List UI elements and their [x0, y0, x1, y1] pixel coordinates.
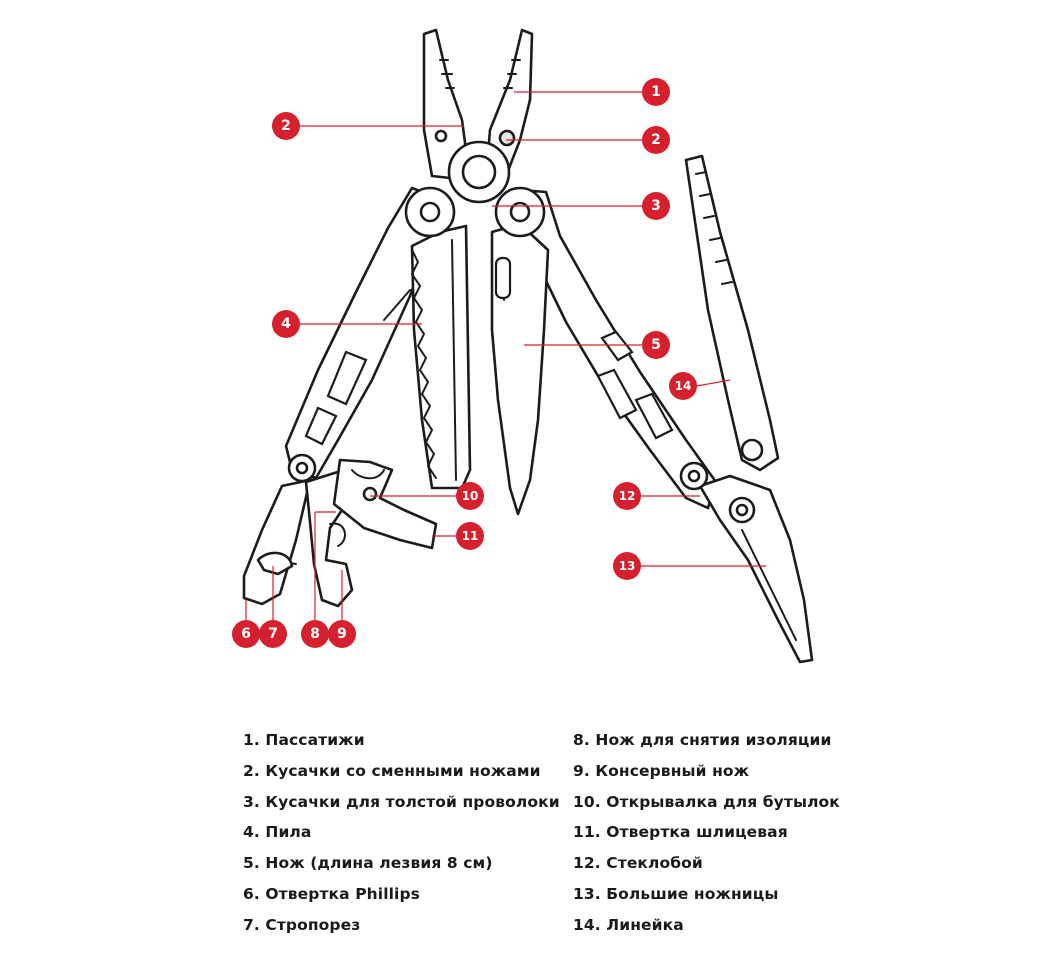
callout-number: 9 [337, 626, 347, 642]
callout-5: 5 [642, 331, 670, 359]
callout-number: 3 [651, 198, 661, 214]
legend-item-1: 1. Пассатижи [243, 731, 365, 749]
callout-badge [642, 192, 670, 220]
callout-9: 9 [328, 620, 356, 648]
multitool-diagram: 1 2 2 3 4 5 6 7 8 9 10 11 [232, 28, 814, 664]
scissors [698, 474, 814, 664]
callout-badge [232, 620, 260, 648]
strap-cutter [256, 551, 294, 576]
legend-left-column: 1. Пассатижи 2. Кусачки со сменными ножа… [243, 728, 643, 944]
callout-number: 1 [651, 84, 661, 100]
callout-badge [642, 331, 670, 359]
callout-8: 8 [301, 620, 329, 648]
right-handle-slot [600, 330, 634, 362]
right-handle-slot [634, 392, 674, 440]
legend-item-3: 3. Кусачки для толстой проволоки [243, 792, 560, 811]
callout-badge [613, 482, 641, 510]
callout-3: 3 [642, 192, 670, 220]
callout-badge [301, 620, 329, 648]
left-handle-slot [326, 350, 368, 406]
callout-number: 4 [281, 316, 291, 332]
callout-2b: 2 [642, 126, 670, 154]
callout-badge [456, 522, 484, 550]
callout-6: 6 [232, 620, 260, 648]
legend-item-11: 11. Отвертка шлицевая [573, 823, 788, 842]
callout-number: 13 [619, 559, 636, 573]
callout-badge [613, 552, 641, 580]
legend-item-13: 13. Большие ножницы [573, 884, 779, 903]
saw-blade [410, 224, 472, 490]
callout-11: 11 [456, 522, 484, 550]
legend-item-4: 4. Пила [243, 823, 312, 842]
callout-10: 10 [456, 482, 484, 510]
callout-2a: 2 [272, 112, 300, 140]
callout-number: 12 [619, 489, 636, 503]
callout-badge [642, 126, 670, 154]
callout-badge [456, 482, 484, 510]
phillips-screwdriver [242, 478, 312, 606]
left-handle-slot [304, 406, 338, 446]
multitool-illustration [242, 28, 814, 664]
callout-number: 11 [462, 529, 479, 543]
callout-badge [642, 78, 670, 106]
callout-number: 7 [268, 626, 278, 642]
callout-number: 2 [281, 118, 291, 134]
legend-item-9: 9. Консервный нож [573, 761, 750, 780]
bottle-opener-and-screwdriver [332, 458, 438, 550]
callout-badge [328, 620, 356, 648]
right-handle-slot [596, 368, 638, 420]
callout-7: 7 [259, 620, 287, 648]
callout-1: 1 [642, 78, 670, 106]
callout-number: 6 [241, 626, 251, 642]
callout-number: 8 [310, 626, 320, 642]
callout-badge [259, 620, 287, 648]
callout-badge [272, 112, 300, 140]
callout-badge [669, 372, 697, 400]
legend-right-column: 8. Нож для снятия изоляции 9. Консервный… [573, 728, 973, 944]
leader-lines [245, 91, 766, 620]
callout-number: 5 [651, 337, 661, 353]
callout-badge [272, 310, 300, 338]
legend-item-2: 2. Кусачки со сменными ножами [243, 761, 541, 780]
callout-13: 13 [613, 552, 641, 580]
callout-number: 10 [462, 489, 479, 503]
legend-item-5: 5. Нож (длина лезвия 8 см) [243, 854, 493, 873]
legend-item-7: 7. Стропорез [243, 915, 361, 934]
legend-item-14: 14. Линейка [573, 915, 684, 934]
ruler [684, 154, 780, 472]
legend-item-6: 6. Отвертка Phillips [243, 884, 420, 903]
legend-item-12: 12. Стеклобой [573, 854, 703, 873]
legend-item-10: 10. Открывалка для бутылок [573, 792, 840, 811]
callout-12: 12 [613, 482, 641, 510]
callout-14: 14 [669, 372, 697, 400]
legend-item-8: 8. Нож для снятия изоляции [573, 731, 832, 749]
callout-number: 2 [651, 132, 661, 148]
callout-number: 14 [675, 379, 692, 393]
callout-4: 4 [272, 310, 300, 338]
